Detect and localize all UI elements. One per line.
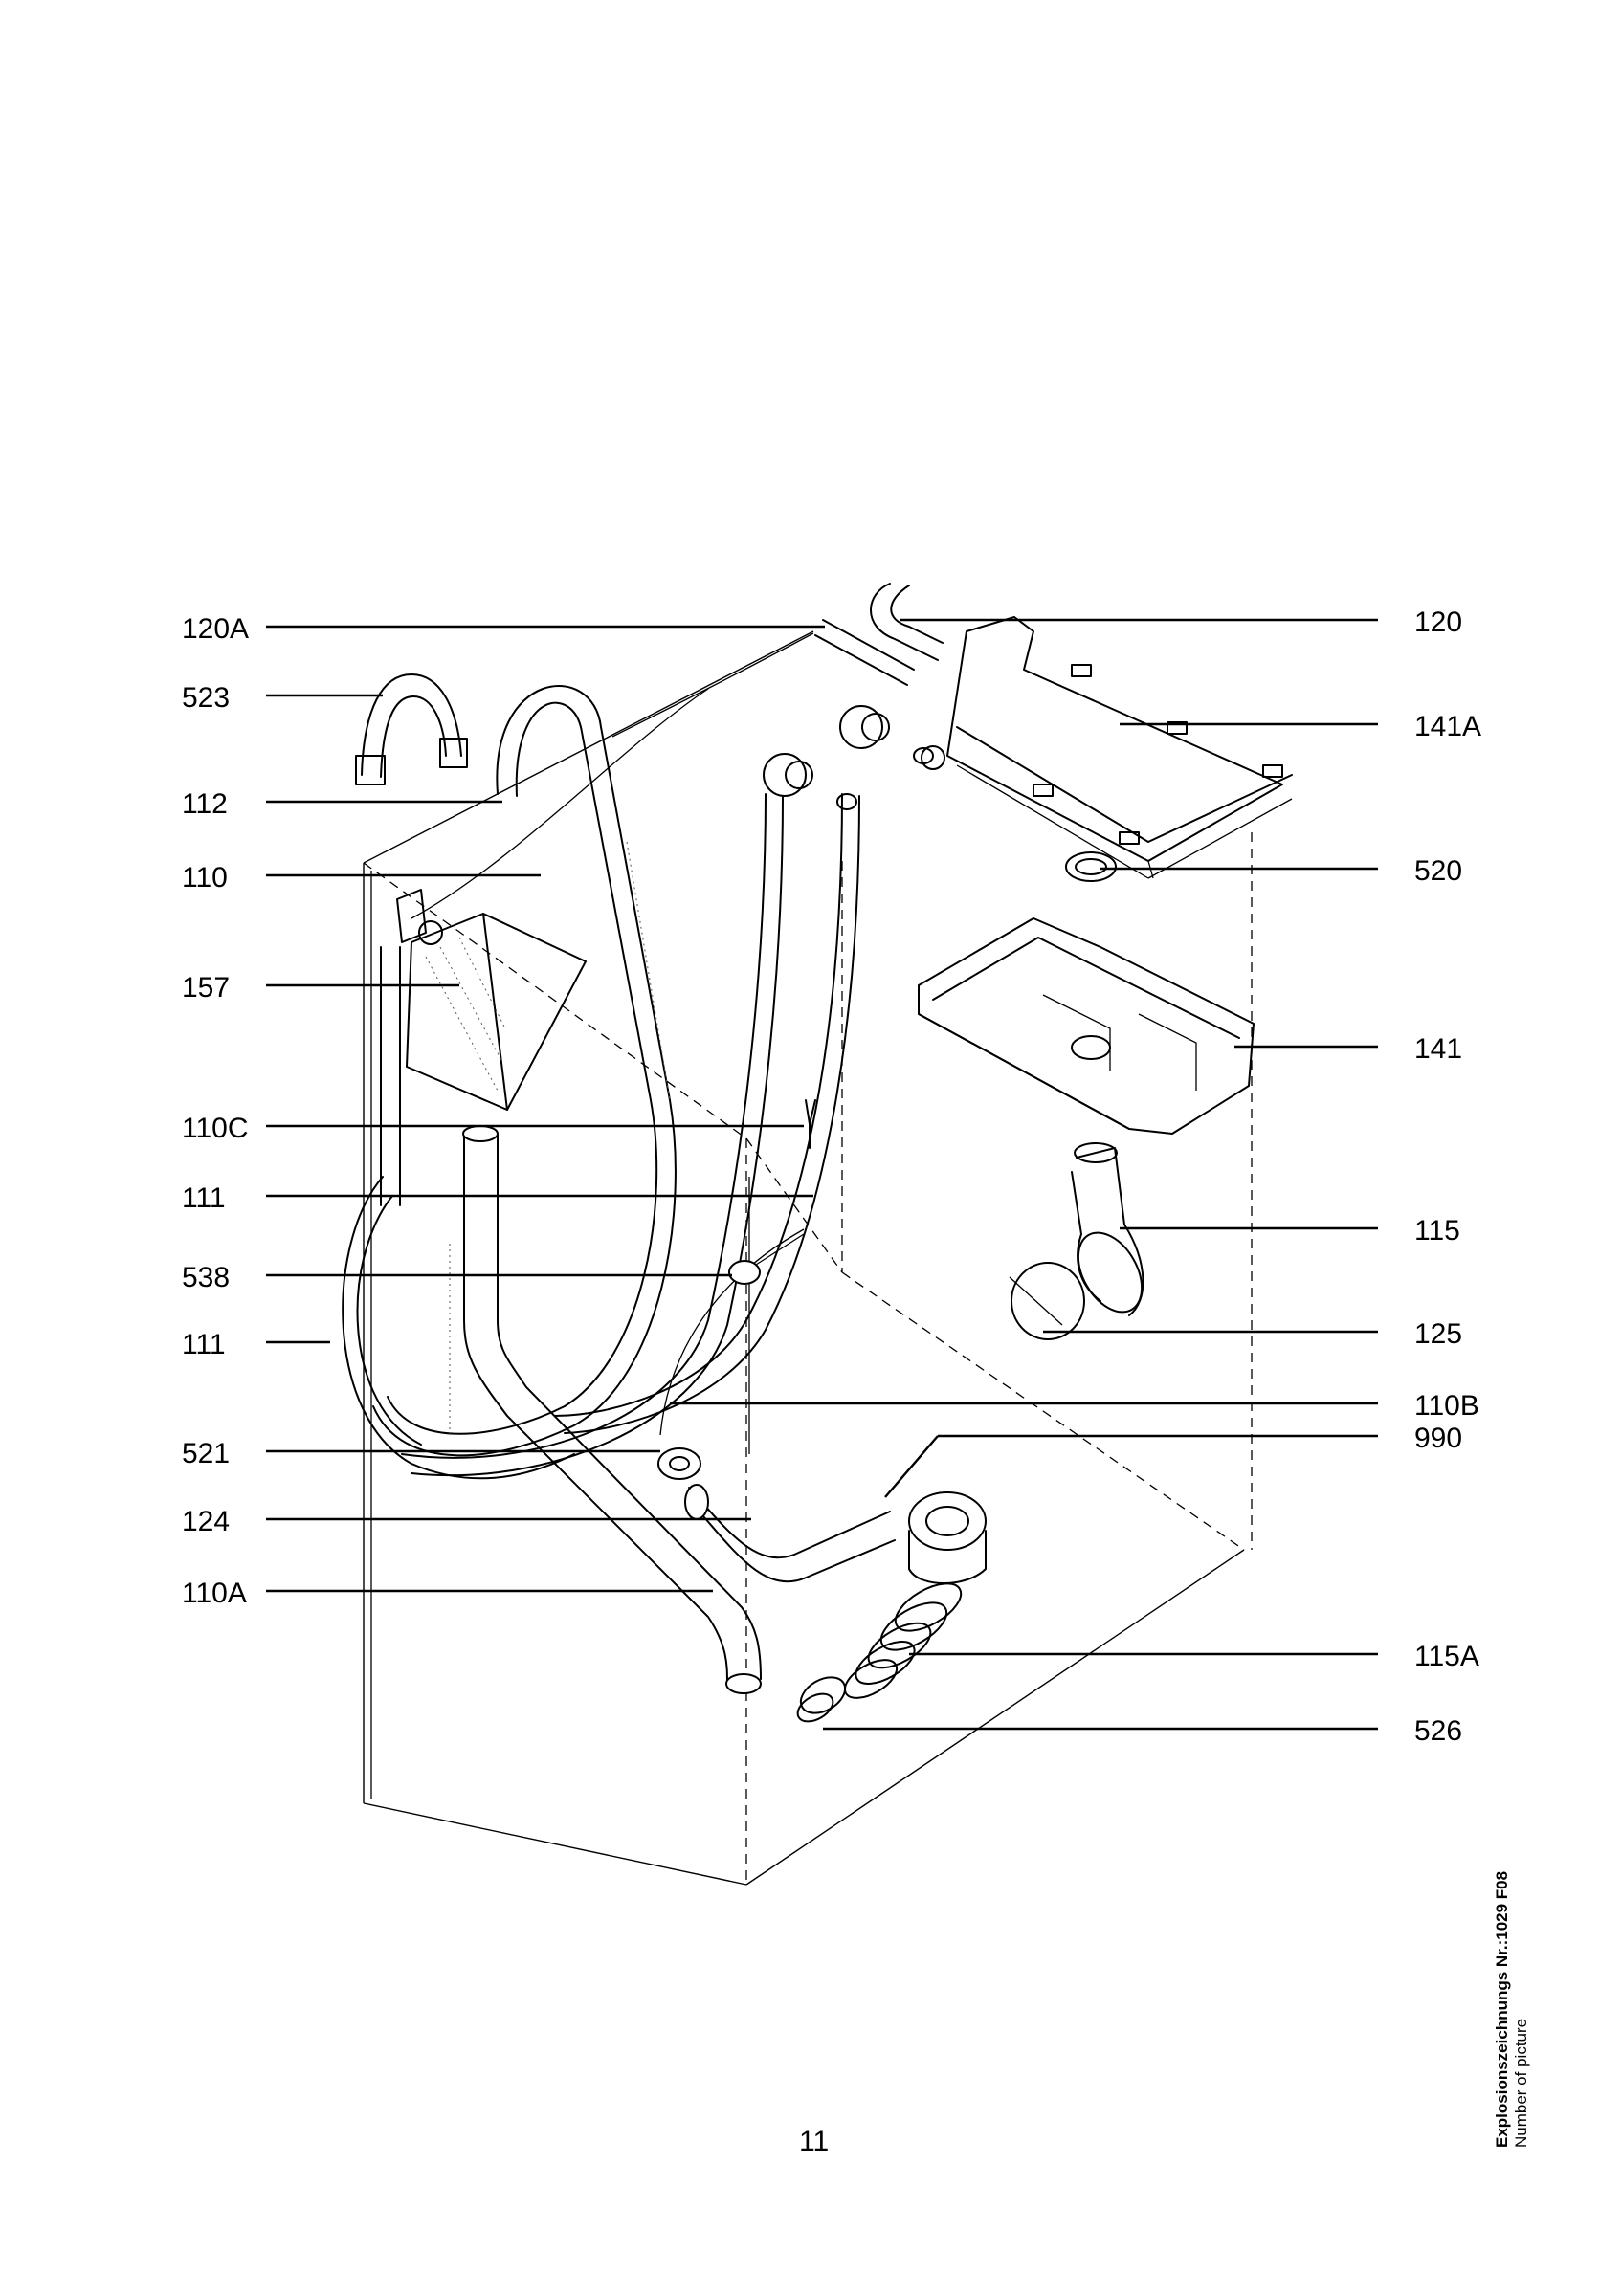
picture-number-caption: Explosionszeichnungs Nr.:1029 F08 Number… xyxy=(1493,1746,1550,2148)
part-label-157: 157 xyxy=(182,972,230,1004)
page-number: 11 xyxy=(799,2126,830,2157)
clamp-part-526 xyxy=(796,1676,847,1723)
inlet-valves xyxy=(763,705,934,810)
part-label-521: 521 xyxy=(182,1438,230,1469)
y-connector-110C xyxy=(805,1099,816,1149)
part-label-110C: 110C xyxy=(182,1113,249,1144)
part-label-125: 125 xyxy=(1414,1318,1462,1350)
dispenser-lid-141A xyxy=(921,616,1293,879)
part-label-526: 526 xyxy=(1414,1715,1462,1747)
part-label-111-lower: 111 xyxy=(182,1329,226,1360)
part-label-110: 110 xyxy=(182,862,228,894)
box-part-157 xyxy=(396,889,587,1111)
dispenser-housing-141 xyxy=(918,917,1255,1135)
leader-lines xyxy=(266,618,1378,1731)
part-label-120A: 120A xyxy=(182,613,249,645)
part-label-115A: 115A xyxy=(1414,1641,1479,1672)
part-label-112: 112 xyxy=(182,788,228,820)
part-label-120: 120 xyxy=(1414,607,1462,638)
right-part-labels: 120 141A 520 141 115 125 110B 990 115A 5… xyxy=(1414,607,1481,1747)
disc-part-125 xyxy=(1009,1262,1085,1340)
part-label-111-upper: 111 xyxy=(182,1182,226,1214)
drawing-number-text: Explosionszeichnungs Nr.:1029 F08 xyxy=(1493,1870,1511,2148)
hoses xyxy=(342,632,896,1694)
part-label-115: 115 xyxy=(1414,1215,1460,1247)
number-of-picture-text: Number of picture xyxy=(1512,2018,1530,2148)
part-label-141: 141 xyxy=(1414,1033,1462,1065)
left-part-labels: 120A 523 112 110 157 110C 111 538 111 52… xyxy=(182,613,249,1609)
cabinet-outline xyxy=(363,630,1253,1886)
grommet-part-538 xyxy=(728,1233,805,1285)
connector-part-115 xyxy=(1071,1142,1144,1316)
bellows-part-115A xyxy=(843,1582,963,1699)
part-label-523: 523 xyxy=(182,682,230,714)
part-label-110B: 110B xyxy=(1414,1390,1479,1422)
hose-pieces-120 xyxy=(814,583,944,686)
part-label-124: 124 xyxy=(182,1506,230,1537)
grommet-part-521 xyxy=(657,1447,701,1480)
part-label-538: 538 xyxy=(182,1262,230,1293)
part-label-141A: 141A xyxy=(1414,711,1481,742)
clip-part-523 xyxy=(355,673,468,785)
part-label-110A: 110A xyxy=(182,1578,247,1609)
part-label-990: 990 xyxy=(1414,1423,1462,1454)
drain-pump-990 xyxy=(908,1491,987,1584)
part-label-520: 520 xyxy=(1414,855,1462,887)
ring-part-520 xyxy=(1065,851,1117,882)
